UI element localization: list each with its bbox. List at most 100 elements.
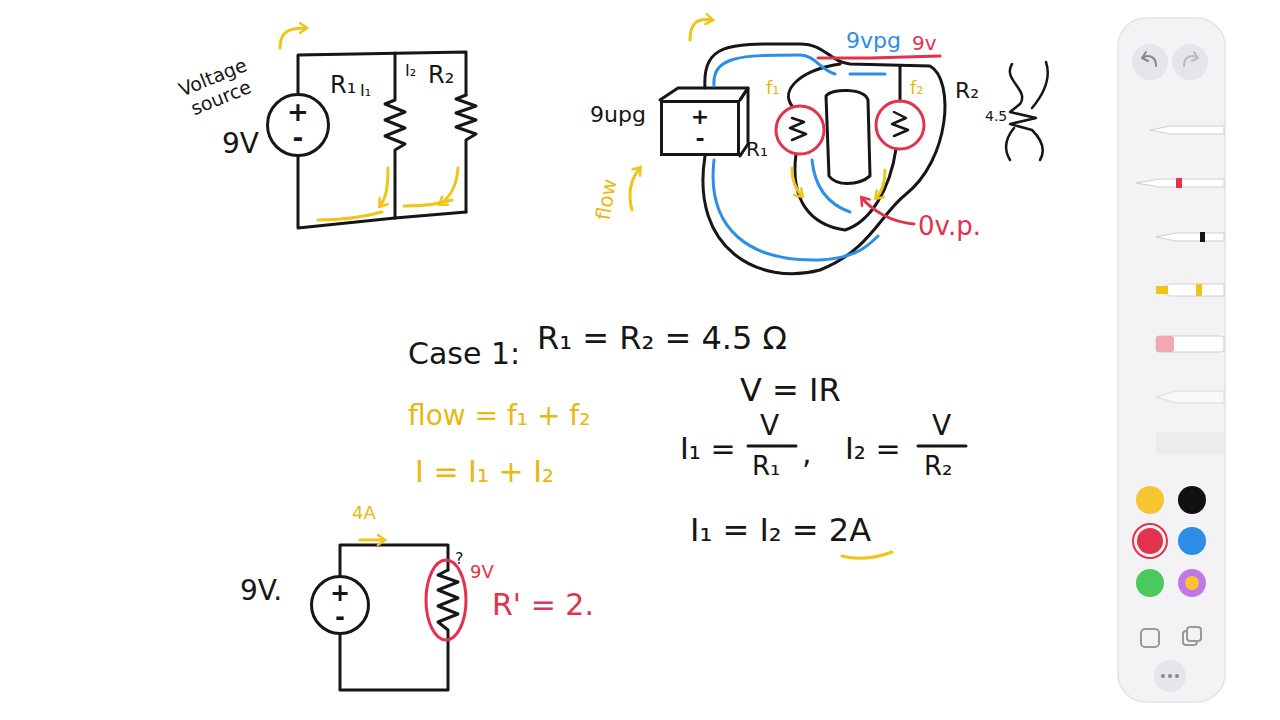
polarity-sign: + xyxy=(287,99,309,125)
equation: I₁ = xyxy=(680,432,736,467)
resistor-symbol xyxy=(790,118,806,140)
highlight-line xyxy=(818,56,940,58)
highlight-circle xyxy=(876,101,924,149)
voltage-value: 9V. xyxy=(240,575,282,607)
fraction-bar xyxy=(748,445,796,448)
resistor-sketch xyxy=(1006,62,1048,160)
equation: R₁ = R₂ = 4.5 Ω xyxy=(537,320,787,357)
wire xyxy=(789,64,840,106)
wire xyxy=(298,52,466,95)
flow-marks xyxy=(630,20,885,210)
copy-icon xyxy=(1187,627,1201,641)
flow-arrow xyxy=(876,170,885,198)
highlighter-tip xyxy=(1156,286,1168,294)
resistance-value: 4.5 xyxy=(985,108,1007,124)
color-swatch xyxy=(1136,486,1164,514)
flow-arrow xyxy=(360,539,384,542)
color-swatch xyxy=(1178,569,1206,597)
potential-line xyxy=(714,55,835,86)
color-swatch xyxy=(1178,527,1206,555)
redo-icon xyxy=(1184,52,1198,66)
flow-arrow xyxy=(280,28,306,48)
undo-button xyxy=(1132,44,1168,80)
color-swatch xyxy=(1178,486,1206,514)
equation: I = I₁ + I₂ xyxy=(415,455,554,490)
battery-top xyxy=(660,88,748,100)
inner-wire xyxy=(826,90,870,183)
flow-arrow xyxy=(440,168,458,204)
polarity-sign: - xyxy=(695,128,704,150)
highlight-circle xyxy=(776,106,824,154)
eraser-tool xyxy=(1156,336,1224,352)
more-dot xyxy=(1161,674,1165,678)
highlights xyxy=(776,56,940,224)
fraction-bars xyxy=(748,445,966,448)
potential-lines xyxy=(713,55,885,260)
resistor-symbol xyxy=(340,570,458,690)
pointer-arrow xyxy=(862,198,914,224)
resistor-sketch xyxy=(1010,64,1043,160)
schematic-top xyxy=(298,52,476,228)
flow-arrow xyxy=(690,20,712,40)
equation: R' = 2. xyxy=(492,588,594,623)
color-swatch xyxy=(1185,576,1199,590)
text-tool-icon xyxy=(1141,629,1159,647)
potential-line xyxy=(812,160,850,212)
flow-name: f₂ xyxy=(910,78,924,99)
potential-note: 9vpg xyxy=(846,28,901,53)
flow-stroke xyxy=(404,200,452,206)
potential-line xyxy=(713,160,878,260)
ruler-tool xyxy=(1156,432,1224,454)
schematic-bottom xyxy=(340,545,458,690)
node-content: +- xyxy=(310,575,370,635)
selected-ring xyxy=(1133,524,1167,558)
resistor-symbol xyxy=(456,95,476,212)
pictorial-circuit xyxy=(660,44,1048,274)
battery: +- xyxy=(660,100,740,156)
polarity-sign: + xyxy=(330,581,350,605)
pen-band xyxy=(1200,232,1205,242)
color-swatch xyxy=(1137,528,1163,554)
battery-side xyxy=(740,88,748,156)
current-name: I₁ xyxy=(360,82,371,100)
component-name: Voltage source xyxy=(167,51,267,125)
fraction-denominator: R₁ xyxy=(752,452,781,482)
more-dot xyxy=(1175,674,1179,678)
pen-tool xyxy=(1156,233,1224,241)
case-heading: Case 1: xyxy=(408,337,520,372)
resistor-symbol xyxy=(385,53,405,218)
underline xyxy=(842,552,892,558)
voltage-source: +- xyxy=(310,575,370,635)
battery-face xyxy=(662,102,739,155)
fraction-bar xyxy=(918,445,966,448)
more-button xyxy=(1154,660,1186,692)
toolbar xyxy=(1118,18,1225,702)
source-circle xyxy=(268,95,329,156)
toolbar-panel xyxy=(1118,18,1225,702)
fraction-numerator: V xyxy=(932,410,951,442)
potential-note: 0v.p. xyxy=(918,212,981,242)
wire xyxy=(795,149,896,230)
pen-tool xyxy=(1150,126,1224,134)
pen-tool xyxy=(1136,179,1224,187)
separator: , xyxy=(802,436,812,471)
flow-note: flow xyxy=(592,177,622,222)
color-swatches xyxy=(1133,486,1206,597)
more-dot xyxy=(1168,674,1172,678)
equation: I₂ = xyxy=(845,432,901,467)
node-content: +- xyxy=(660,100,740,156)
redo-button xyxy=(1172,44,1208,80)
current-value: 4A xyxy=(352,503,376,524)
resistor-name: R₂ xyxy=(428,62,454,90)
pen-band xyxy=(1196,284,1202,296)
source-circle xyxy=(312,577,369,634)
eraser-tip xyxy=(1156,336,1174,352)
resistor-name: R₂ xyxy=(955,78,979,103)
voltage-value: 9V xyxy=(470,562,494,583)
outer-wire xyxy=(703,44,945,274)
flow-name: f₁ xyxy=(766,78,780,99)
